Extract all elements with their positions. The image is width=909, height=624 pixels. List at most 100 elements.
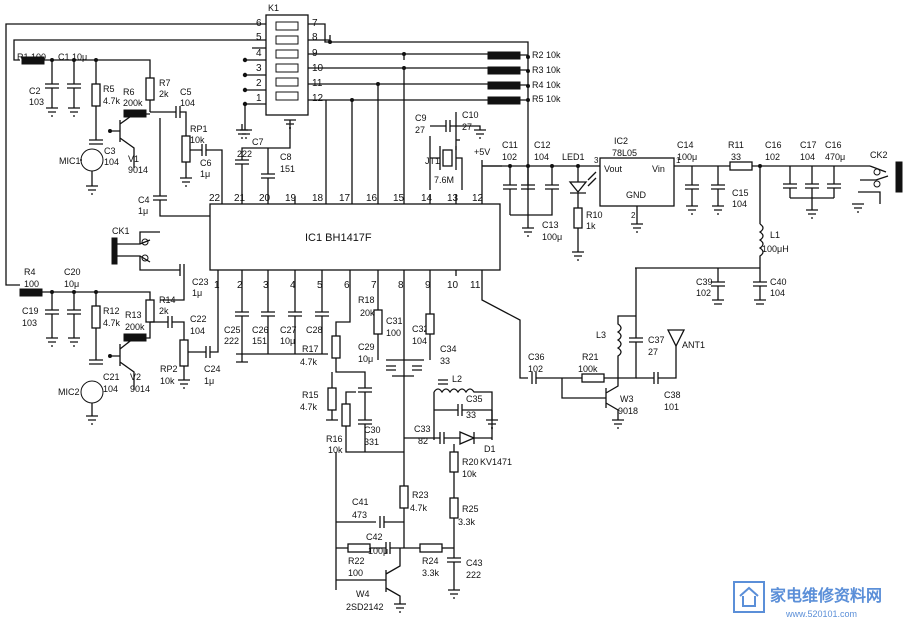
k1-pin-l2: 5 [256,32,262,43]
c39-val: 102 [696,288,711,298]
c38-val: 101 [664,402,679,412]
c6-name: C6 [200,158,212,168]
c14-val: 100μ [677,152,697,162]
v2-part: 9014 [130,384,150,394]
c27-val: 10μ [280,336,295,346]
r25-val: 3.3k [458,517,476,527]
ic1-pin-14: 14 [421,193,433,204]
c9-val: 27 [415,125,425,135]
r18-val: 20k [360,308,375,318]
r10-name: R10 [586,210,603,220]
r20-name: R20 [462,457,479,467]
jt1-name: JT1 [425,156,440,166]
r12-name: R12 [103,306,120,316]
ic1-pin-7: 7 [371,280,377,291]
ic1-pin-11: 11 [470,280,481,291]
r7-val: 2k [159,89,169,99]
c4-val: 1μ [138,206,148,216]
w3-name: W3 [620,394,634,404]
c21-val: 104 [103,384,118,394]
c20-name: C20 [64,267,81,277]
c16-name: C16 [765,140,782,150]
ic1-pin-16: 16 [366,193,378,204]
c25-val: 222 [224,336,239,346]
ic2-gnd: GND [626,190,647,200]
c24-name: C24 [204,364,221,374]
ic2-part: 78L05 [612,148,637,158]
c42-val: 100μ [368,546,388,556]
ic2-pin2: 2 [631,211,636,220]
d1-name: D1 [484,444,496,454]
ic1-pin-4: 4 [290,280,296,291]
r14-val: 2k [159,306,169,316]
c11-name: C11 [502,140,518,150]
c41-name: C41 [352,497,369,507]
k1-pin-l6: 1 [256,93,262,104]
c7-val: 222 [237,149,252,159]
r21-val: 100k [578,364,598,374]
c12-name: C12 [534,140,551,150]
ic1-label: IC1 BH1417F [305,232,372,244]
watermark: 家电维修资料网 www.520101.com [733,581,882,619]
r5-label: R5 10k [532,94,561,104]
r3-label: R3 10k [532,65,561,75]
c3-val: 104 [104,157,119,167]
relay-k1-label: K1 [268,3,279,13]
c18-name: C16 [825,140,842,150]
r5b-val: 4.7k [103,96,121,106]
ic1-pin-15: 15 [393,193,405,204]
relay-k1: K1 6 5 4 3 2 1 7 8 9 10 11 12 [240,3,324,139]
r5b-name: R5 [103,84,115,94]
r6-name: R6 [123,87,135,97]
k1-pin-r6: 12 [312,93,324,104]
c36-name: C36 [528,352,545,362]
c30-val: 331 [364,437,379,447]
c32-val: 104 [412,336,427,346]
c31-val: 100 [386,328,401,338]
c30-name: C30 [364,425,381,435]
r17-name: R17 [302,344,319,354]
c38-name: C38 [664,390,681,400]
c3-name: C3 [104,146,116,156]
c2-name: C2 [29,86,41,96]
l2-name: L2 [452,374,462,384]
c10-name: C10 [462,110,479,120]
r20-val: 10k [462,469,477,479]
c32-name: C32 [412,324,429,334]
c43-name: C43 [466,558,483,568]
c25-name: C25 [224,325,241,335]
r2-label: R2 10k [532,50,561,60]
c42-name: C42 [366,532,383,542]
c15-val: 104 [732,199,747,209]
c11-val: 102 [502,152,517,162]
k1-pin-l4: 3 [256,63,262,74]
ic1-pin-3: 3 [263,280,269,291]
c14-name: C14 [677,140,694,150]
r11-val: 33 [731,152,741,162]
rp1-name: RP1 [190,124,208,134]
c8-name: C8 [280,152,292,162]
c36-val: 102 [528,364,543,374]
c31-name: C31 [386,316,403,326]
r4b-val: 100 [24,279,39,289]
r21-name: R21 [582,352,599,362]
c12-val: 104 [534,152,549,162]
r10-val: 1k [586,221,596,231]
c19-val: 103 [22,318,37,328]
c13-name: C13 [542,220,559,230]
l1-val: 100μH [762,244,789,254]
mic2-stage: R4 100 C20 10μ C19 103 R12 4.7k R14 2k R… [19,264,221,425]
c20-val: 10μ [64,279,79,289]
ic-bottom-caps: C25 222 C26 151 C27 10μ C28 [224,276,329,363]
c37-val: 27 [648,347,658,357]
modulator-section: R17 4.7k R15 4.7k R16 10k C29 10μ C30 33… [300,276,512,599]
k1-pin-r2: 8 [312,32,318,43]
c40-name: C40 [770,277,787,287]
c10-val: 27 [462,122,472,132]
r15-name: R15 [302,390,319,400]
ic2-pin1: 1 [676,156,681,165]
ic1-pin-2: 2 [237,280,243,291]
c35-name: C35 [466,394,483,404]
r12-val: 4.7k [103,318,121,328]
relay-output-lines: R2 10k R3 10k R4 10k R5 10k [308,23,561,195]
